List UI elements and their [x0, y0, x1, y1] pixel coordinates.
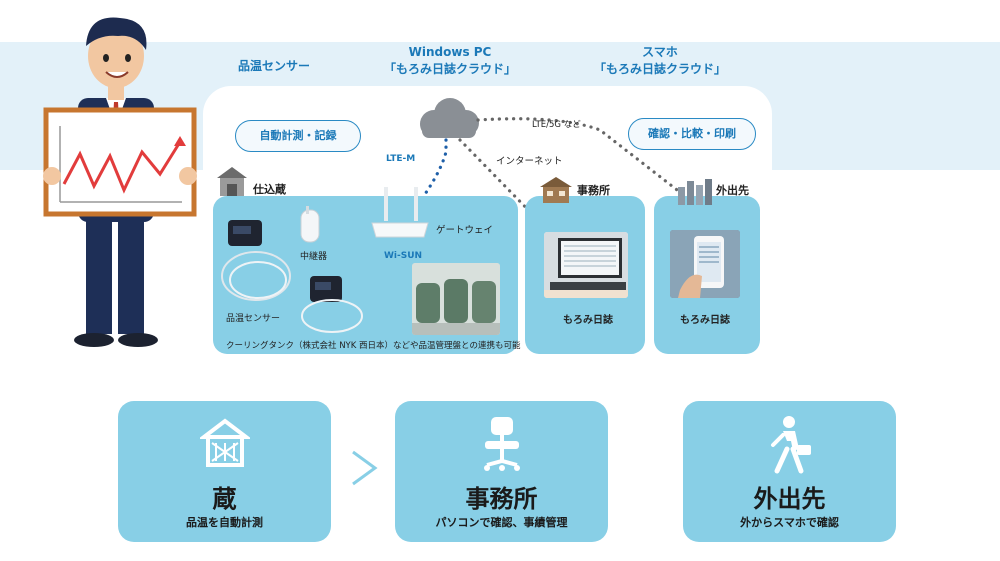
card-kura: 蔵 品温を自動計測: [118, 401, 331, 542]
card-kura-subtitle: 品温を自動計測: [186, 516, 263, 529]
city-icon: [678, 179, 712, 205]
relay-icon: [300, 206, 320, 243]
pc-header-line1: Windows PC: [408, 45, 492, 59]
sensor-label: 品温センサー: [226, 314, 281, 324]
wisun-label: Wi-SUN: [384, 251, 423, 261]
card-office: 事務所 パソコンで確認、事績管理: [395, 401, 608, 542]
businessman-illustration: [43, 17, 197, 347]
lte-m-label: LTE-M: [386, 154, 416, 164]
gateway-router-icon: [371, 187, 429, 238]
lte5g-label: LTE/5G など: [532, 120, 581, 130]
warehouse-small-icon: [217, 167, 247, 196]
temperature-sensor-icon: [221, 220, 291, 301]
tank-photo: [412, 263, 500, 335]
smartphone-photo: [670, 230, 740, 298]
relay-label: 中継器: [300, 252, 328, 262]
warehouse-icon: [200, 418, 250, 467]
gateway-label: ゲートウェイ: [436, 225, 494, 236]
phone-header-line1: スマホ: [642, 45, 678, 59]
office-chair-icon: [484, 417, 520, 471]
office-title: 事務所: [577, 184, 610, 197]
pc-photo: [544, 232, 628, 298]
outside-title: 外出先: [716, 184, 749, 197]
outside-caption: もろみ日誌: [680, 315, 730, 326]
chevron-right-icon: [345, 448, 385, 488]
phone-header: スマホ 「もろみ日誌クラウド」: [570, 44, 750, 78]
pc-header-line2: 「もろみ日誌クラウド」: [383, 62, 516, 76]
card-outside: 外出先 外からスマホで確認: [683, 401, 896, 542]
card-outside-title: 外出先: [753, 485, 826, 513]
confirm-pill: 確認・比較・印刷: [628, 118, 756, 150]
auto-measure-pill: 自動計測・記録: [235, 120, 361, 152]
cloud-icon: [420, 98, 479, 138]
sensor-header: 品温センサー: [237, 59, 310, 73]
phone-header-line2: 「もろみ日誌クラウド」: [593, 62, 726, 76]
card-outside-subtitle: 外からスマホで確認: [740, 516, 839, 529]
walking-businessman-icon: [771, 416, 811, 474]
internet-label: インターネット: [496, 156, 563, 167]
office-building-icon: [540, 177, 572, 203]
card-kura-title: 蔵: [212, 485, 237, 513]
temperature-sensor-icon-2: [301, 276, 363, 333]
card-office-subtitle: パソコンで確認、事績管理: [435, 516, 568, 529]
kura-title: 仕込蔵: [253, 183, 286, 196]
kura-caption: クーリングタンク（株式会社 NYK 西日本）などや品温管理盤との連携も可能: [226, 341, 521, 351]
pc-header: Windows PC 「もろみ日誌クラウド」: [360, 44, 540, 78]
card-office-title: 事務所: [465, 485, 538, 513]
office-caption: もろみ日誌: [563, 315, 613, 326]
